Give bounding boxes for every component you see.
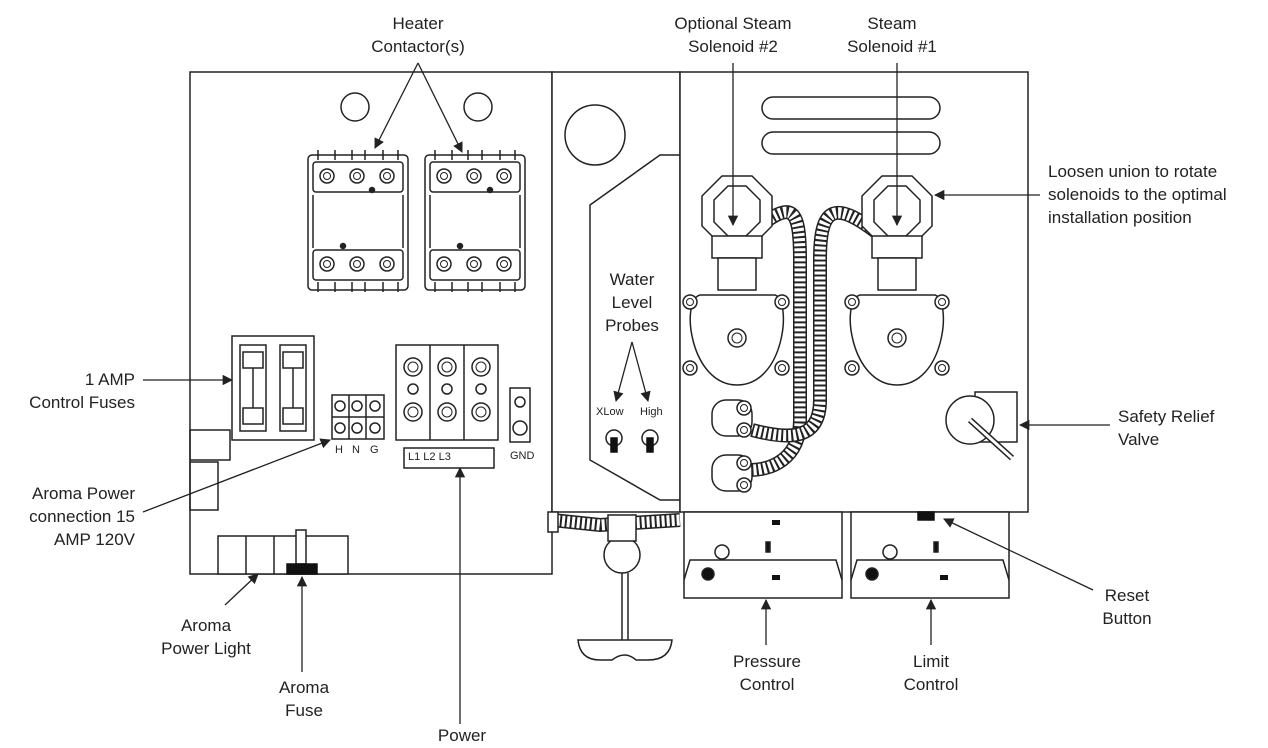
aroma-light-fuse [217, 529, 349, 575]
label-probe-high: High [640, 406, 663, 418]
label-ground: GND [510, 450, 535, 462]
label-terminal-h: H [335, 444, 343, 456]
label-terminal-n: N [352, 444, 360, 456]
label-power: Power [437, 726, 487, 745]
ground-terminal [509, 387, 531, 443]
control-fuse-holder [231, 335, 315, 441]
flex-hoses [737, 205, 885, 477]
label-terminal-g: G [370, 444, 379, 456]
power-terminal-block [395, 344, 499, 469]
solenoid-2 [682, 175, 790, 386]
safety-relief-valve [945, 391, 1018, 461]
solenoid-1 [844, 175, 950, 386]
steam-panel [679, 71, 1029, 513]
limit-control [850, 511, 1010, 599]
pressure-control [683, 511, 843, 599]
heater-contactor-right [424, 150, 526, 292]
label-power-terminals: L1 L2 L3 [408, 451, 451, 463]
heater-contactor-left [307, 150, 409, 292]
aroma-terminal-block [331, 394, 385, 440]
label-probe-xlow: XLow [596, 406, 624, 418]
electrical-panel [189, 71, 553, 575]
probe-panel [551, 71, 681, 513]
hose-fittings [711, 399, 753, 493]
bottom-piping [547, 511, 681, 661]
callout-arrows [142, 62, 1110, 724]
